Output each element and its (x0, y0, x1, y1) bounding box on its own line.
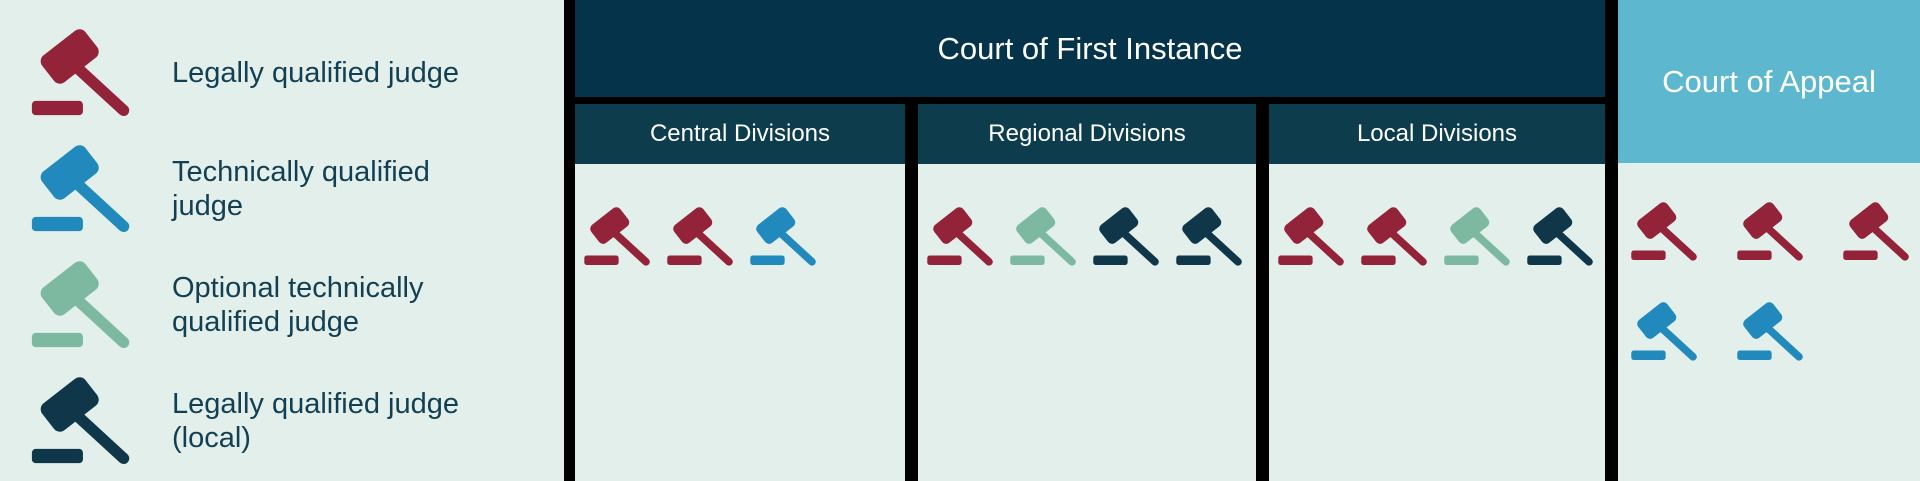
gavel-icon-legally-qualified (666, 205, 736, 269)
gavel-icon-legally-qualified-local (1175, 205, 1245, 269)
local-divisions-judges (1269, 164, 1605, 481)
court-of-first-instance-header: Court of First Instance (575, 0, 1605, 97)
gavel-icon-legally-qualified (926, 205, 996, 269)
court-of-appeal-title: Court of Appeal (1662, 63, 1876, 99)
court-of-appeal-judges (1618, 163, 1920, 364)
gavel-icon-optional-technically-qualified (1443, 205, 1513, 269)
court-of-first-instance-title: Court of First Instance (937, 30, 1243, 66)
gavel-icon-legally-qualified (1736, 200, 1806, 264)
court-of-appeal-header: Court of Appeal (1618, 0, 1920, 163)
local-divisions-header: Local Divisions (1269, 104, 1605, 164)
central-divisions-column: Central Divisions (575, 104, 905, 481)
court-of-appeal-panel: Court of Appeal (1618, 0, 1920, 481)
regional-divisions-column: Regional Divisions (918, 104, 1256, 481)
legend-item-label: Legally qualified judge (172, 56, 459, 89)
gavel-icon-technically-qualified (30, 142, 134, 237)
gavel-icon-legally-qualified-local (1092, 205, 1162, 269)
local-divisions-column: Local Divisions (1269, 104, 1605, 481)
gavel-icon-legally-qualified (1842, 200, 1912, 264)
legend-item-legally-qualified: Legally qualified judge (30, 26, 564, 121)
regional-divisions-title: Regional Divisions (988, 120, 1186, 147)
gavel-icon-legally-qualified (1630, 200, 1700, 264)
gavel-icon-legally-qualified (30, 26, 134, 121)
gavel-icon-legally-qualified (1277, 205, 1347, 269)
legend-item-legally-qualified-local: Legally qualified judge(local) (30, 374, 564, 469)
gavel-icon-legally-qualified (1360, 205, 1430, 269)
central-divisions-judges (575, 164, 905, 481)
gavel-icon-optional-technically-qualified (30, 258, 134, 353)
central-divisions-title: Central Divisions (649, 120, 831, 147)
gavel-icon-technically-qualified (749, 205, 819, 269)
central-divisions-header: Central Divisions (575, 104, 905, 164)
appeal-judge-row (1630, 300, 1920, 364)
appeal-judge-row (1630, 200, 1920, 264)
gavel-icon-optional-technically-qualified (1009, 205, 1079, 269)
gavel-icon-technically-qualified (1736, 300, 1806, 364)
legend-item-label: Legally qualified judge(local) (172, 387, 459, 454)
gavel-icon-legally-qualified-local (1526, 205, 1596, 269)
gavel-icon-legally-qualified-local (30, 374, 134, 469)
regional-divisions-judges (918, 164, 1256, 481)
regional-divisions-header: Regional Divisions (918, 104, 1256, 164)
local-divisions-title: Local Divisions (1356, 120, 1518, 147)
gavel-icon-legally-qualified (583, 205, 653, 269)
gavel-icon-technically-qualified (1630, 300, 1700, 364)
